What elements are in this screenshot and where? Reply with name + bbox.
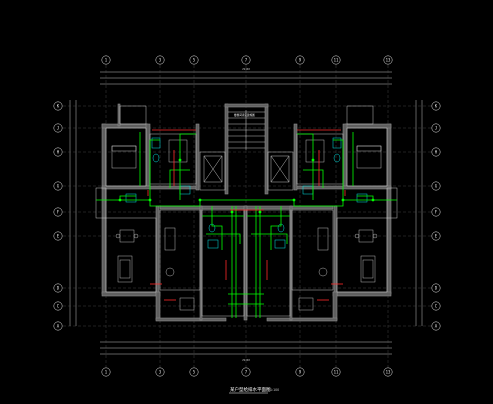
axis-bubble-top-6-circle (383, 55, 393, 65)
axis-bubble-left-2: H (57, 150, 60, 155)
axis-bubble-left-1: J (57, 126, 59, 131)
axis-bubble-left-6-circle (53, 283, 63, 293)
axis-bubble-bottom-1-circle (155, 367, 165, 377)
axis-bubble-left-3-circle (53, 181, 63, 191)
overall-dimension-top: 29400 (242, 67, 250, 71)
axis-bubble-bottom-6: 13 (386, 370, 391, 375)
axis-bubble-left-4: F (57, 210, 60, 215)
axis-bubble-top-4: 9 (299, 58, 302, 63)
water-supply-pipes (96, 132, 397, 318)
axis-bubble-left-8: A (57, 324, 60, 329)
axis-bubble-left-2-circle (53, 147, 63, 157)
axis-bubble-right-3: G (435, 184, 438, 189)
axis-bubble-right-5: E (435, 234, 438, 239)
axis-bubble-left-1-circle (53, 123, 63, 133)
axis-bubble-left-4-circle (53, 207, 63, 217)
axis-bubble-top-3-circle (241, 55, 251, 65)
axis-bubble-bottom-0: 1 (105, 370, 108, 375)
axis-bubble-right-5-circle (431, 231, 441, 241)
axis-bubble-bottom-3: 7 (245, 370, 248, 375)
axis-bubble-bottom-5: 11 (334, 370, 339, 375)
axis-bubbles-right: K J H G F E D C A (431, 101, 441, 331)
axis-bubble-bottom-4-circle (295, 367, 305, 377)
axis-bubble-right-3-circle (431, 181, 441, 191)
drawing-scale: 1:100 (270, 388, 279, 392)
axis-bubble-bottom-2: 5 (193, 370, 196, 375)
axis-bubble-left-6: D (57, 286, 60, 291)
axis-bubble-top-1-circle (155, 55, 165, 65)
axis-bubble-top-2: 5 (193, 58, 196, 63)
stair-note: 楼梯间详见建施图 (234, 113, 255, 117)
axis-bubble-top-4-circle (295, 55, 305, 65)
axis-bubble-right-4-circle (431, 207, 441, 217)
axis-bubble-right-7: C (435, 304, 438, 309)
axis-bubble-left-5: E (57, 234, 60, 239)
drawing-title: 某户型给排水平面图 (230, 386, 271, 393)
axis-bubble-right-8-circle (431, 321, 441, 331)
building-walls (101, 103, 392, 322)
axis-bubble-left-0-circle (53, 101, 63, 111)
axis-bubble-right-8: A (435, 324, 438, 329)
axis-bubble-left-3: G (57, 184, 60, 189)
axis-bubble-bottom-0-circle (101, 367, 111, 377)
axis-bubble-right-2-circle (431, 147, 441, 157)
axis-bubble-top-0-circle (101, 55, 111, 65)
axis-bubble-right-7-circle (431, 301, 441, 311)
axis-bubble-right-0-circle (431, 101, 441, 111)
axis-bubble-top-3: 7 (245, 58, 248, 63)
axis-bubbles-left: K J H G F E D C A (53, 101, 63, 331)
axis-bubble-left-5-circle (53, 231, 63, 241)
axis-bubble-right-0: K (435, 104, 438, 109)
axis-bubble-right-4: F (435, 210, 438, 215)
axis-bubble-right-2: H (435, 150, 438, 155)
axis-bubble-right-6-circle (431, 283, 441, 293)
axis-bubble-left-7-circle (53, 301, 63, 311)
axis-bubble-top-1: 3 (159, 58, 162, 63)
axis-bubble-bottom-5-circle (331, 367, 341, 377)
axis-bubble-top-5: 11 (334, 58, 339, 63)
axis-bubble-top-0: 1 (105, 58, 108, 63)
overall-dimension-bottom: 29400 (242, 358, 250, 362)
axis-bubble-bottom-1: 3 (159, 370, 162, 375)
axis-bubble-left-8-circle (53, 321, 63, 331)
pipe-risers (118, 158, 375, 214)
furniture (111, 139, 382, 311)
axis-bubble-bottom-4: 9 (299, 370, 302, 375)
axis-bubble-left-7: C (57, 304, 60, 309)
axis-bubble-top-5-circle (331, 55, 341, 65)
axis-bubble-right-6: D (435, 286, 438, 291)
axis-bubble-left-0: K (57, 104, 60, 109)
axis-bubble-top-6: 13 (386, 58, 391, 63)
axis-bubble-right-1: J (435, 126, 437, 131)
drainage-pipes (147, 129, 346, 301)
axis-bubble-bottom-2-circle (189, 367, 199, 377)
axis-bubble-right-1-circle (431, 123, 441, 133)
interior-partitions (95, 105, 398, 317)
axis-bubble-top-2-circle (189, 55, 199, 65)
axis-bubble-bottom-6-circle (383, 367, 393, 377)
axis-bubble-bottom-3-circle (241, 367, 251, 377)
